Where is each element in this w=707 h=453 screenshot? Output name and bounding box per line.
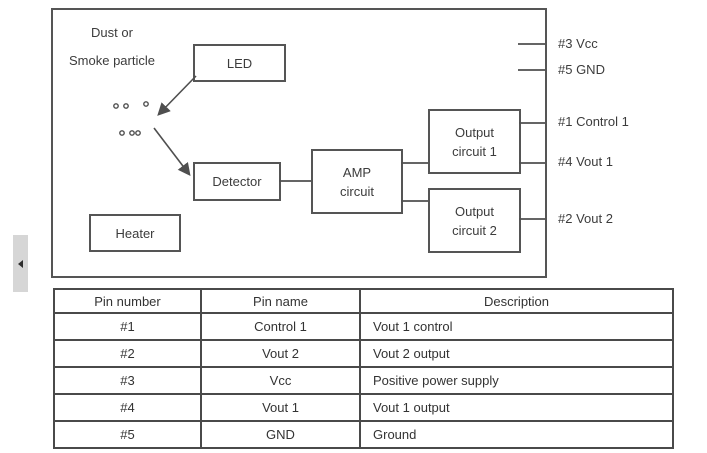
table-row: #5 GND Ground	[53, 420, 674, 449]
pin-label-vout2: #2 Vout 2	[558, 211, 613, 226]
led-label: LED	[226, 55, 253, 71]
table-row: #4 Vout 1 Vout 1 output	[53, 393, 674, 422]
table-row: #3 Vcc Positive power supply	[53, 366, 674, 395]
detector-block: Detector	[193, 162, 281, 201]
led-block: LED	[193, 44, 286, 82]
pin-description-table: Pin number Pin name Description #1 Contr…	[53, 288, 674, 449]
cell-description: Ground	[359, 420, 674, 449]
amp-label-line1: AMP	[342, 164, 372, 180]
table-header-row: Pin number Pin name Description	[53, 288, 674, 314]
cell-pin-name: Vout 2	[200, 339, 361, 368]
output1-label-line1: Output	[454, 124, 495, 140]
chevron-left-icon	[18, 259, 23, 268]
pin-label-control1: #1 Control 1	[558, 114, 629, 129]
cell-pin-number: #5	[53, 420, 202, 449]
cell-pin-name: Vout 1	[200, 393, 361, 422]
table-row: #1 Control 1 Vout 1 control	[53, 312, 674, 341]
cell-pin-name: GND	[200, 420, 361, 449]
header-pin-number: Pin number	[53, 288, 202, 314]
cell-pin-number: #3	[53, 366, 202, 395]
output2-label-line1: Output	[454, 203, 495, 219]
cell-pin-name: Vcc	[200, 366, 361, 395]
cell-description: Vout 1 control	[359, 312, 674, 341]
amp-circuit-block: AMP circuit	[311, 149, 403, 214]
header-description: Description	[359, 288, 674, 314]
cell-description: Vout 1 output	[359, 393, 674, 422]
particle-caption: Dust or Smoke particle	[56, 19, 168, 75]
output1-label-line2: circuit 1	[452, 143, 497, 159]
particle-caption-line1: Dust or	[91, 25, 133, 40]
table-row: #2 Vout 2 Vout 2 output	[53, 339, 674, 368]
cell-pin-number: #1	[53, 312, 202, 341]
cell-pin-name: Control 1	[200, 312, 361, 341]
header-pin-name: Pin name	[200, 288, 361, 314]
cell-description: Vout 2 output	[359, 339, 674, 368]
cell-description: Positive power supply	[359, 366, 674, 395]
pin-label-vout1: #4 Vout 1	[558, 154, 613, 169]
heater-block: Heater	[89, 214, 181, 252]
detector-label: Detector	[212, 174, 262, 189]
cell-pin-number: #4	[53, 393, 202, 422]
pin-label-gnd: #5 GND	[558, 62, 605, 77]
sidebar-collapse-handle[interactable]	[13, 235, 28, 292]
output-circuit-1-block: Output circuit 1	[428, 109, 521, 174]
heater-label: Heater	[115, 225, 155, 241]
pin-label-vcc: #3 Vcc	[558, 36, 598, 51]
cell-pin-number: #2	[53, 339, 202, 368]
amp-label-line2: circuit	[340, 183, 374, 199]
particle-caption-line2: Smoke particle	[69, 53, 155, 68]
output-circuit-2-block: Output circuit 2	[428, 188, 521, 253]
output2-label-line2: circuit 2	[452, 222, 497, 238]
